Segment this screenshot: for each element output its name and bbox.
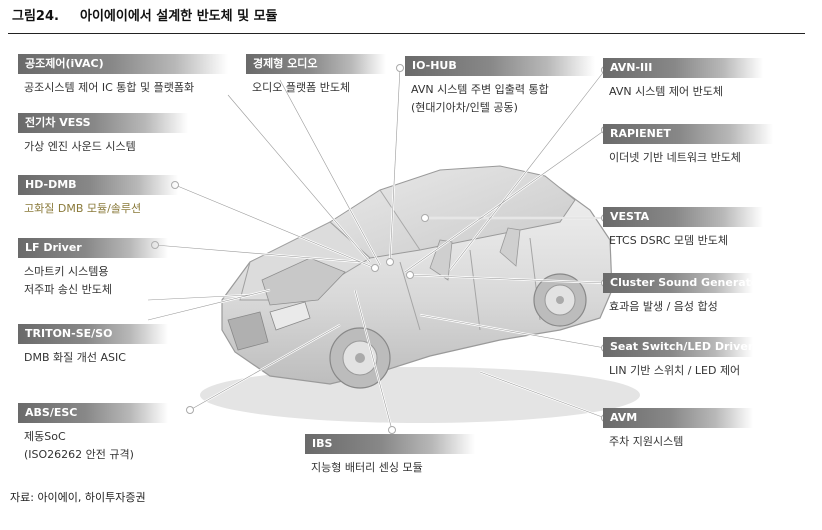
figure-number: 그림24. <box>12 9 59 24</box>
anchor-dot <box>371 264 379 272</box>
callout-label: ABS/ESC <box>18 403 168 423</box>
callout-avn3: AVN-III AVN 시스템 제어 반도체 <box>603 58 763 101</box>
engine-bay <box>261 257 346 306</box>
callout-label: Seat Switch/LED Driver <box>603 337 753 357</box>
callout-label: TRITON-SE/SO <box>18 324 168 344</box>
callout-label: LF Driver <box>18 238 168 258</box>
callout-abs: ABS/ESC 제동SoC (ISO26262 안전 규격) <box>18 403 168 464</box>
anchor-dot <box>388 426 396 434</box>
anchor-dot <box>421 214 429 222</box>
callout-label: 공조제어(iVAC) <box>18 54 228 74</box>
callout-label: IBS <box>305 434 475 454</box>
callout-vesta: VESTA ETCS DSRC 모뎀 반도체 <box>603 207 763 250</box>
callout-desc-line: (현대기아차/인텔 공동) <box>411 101 518 114</box>
car-shadow <box>200 367 640 423</box>
callout-desc-line: 스마트키 시스템용 <box>24 265 109 278</box>
callout-desc: 고화질 DMB 모듈/솔루션 <box>24 202 142 215</box>
callout-desc: LIN 기반 스위치 / LED 제어 <box>609 364 741 377</box>
callout-seat: Seat Switch/LED Driver LIN 기반 스위치 / LED … <box>603 337 753 380</box>
source-note: 자료: 아이에이, 하이투자증권 <box>10 491 146 504</box>
anchor-dot <box>386 258 394 266</box>
figure-title: 아이에이에서 설계한 반도체 및 모듈 <box>80 9 278 24</box>
callout-rapienet: RAPIENET 이더넷 기반 네트워크 반도체 <box>603 124 773 167</box>
callout-label: VESTA <box>603 207 763 227</box>
callout-label: IO-HUB <box>405 56 595 76</box>
callout-label: RAPIENET <box>603 124 773 144</box>
callout-audio: 경제형 오디오 오디오 플랫폼 반도체 <box>246 54 386 97</box>
car-grille <box>227 311 269 351</box>
callout-desc-line: 저주파 송신 반도체 <box>24 283 112 296</box>
callout-desc-line: AVN 시스템 주변 입출력 통합 <box>411 83 549 96</box>
callout-ibs: IBS 지능형 배터리 센싱 모듈 <box>305 434 475 477</box>
callout-desc-line: 제동SoC <box>24 430 66 443</box>
anchor-dot <box>406 271 414 279</box>
callout-lfdriver: LF Driver 스마트키 시스템용 저주파 송신 반도체 <box>18 238 168 299</box>
anchor-dot <box>396 64 404 72</box>
callout-desc: AVN 시스템 제어 반도체 <box>609 85 724 98</box>
callout-csg: Cluster Sound Generator 효과음 발생 / 음성 합성 <box>603 273 764 316</box>
callout-avm: AVM 주차 지원시스템 <box>603 408 753 451</box>
callout-desc: 공조시스템 제어 IC 통합 및 플랫폼화 <box>24 81 195 94</box>
callout-desc: 가상 엔진 사운드 시스템 <box>24 140 136 153</box>
callout-label: AVN-III <box>603 58 763 78</box>
callout-label: AVM <box>603 408 753 428</box>
callout-desc: 주차 지원시스템 <box>609 435 684 448</box>
callout-desc: 오디오 플랫폼 반도체 <box>252 81 351 94</box>
front-wheel <box>329 327 391 389</box>
anchor-dot <box>186 406 194 414</box>
callout-triton: TRITON-SE/SO DMB 화질 개선 ASIC <box>18 324 168 367</box>
rear-wheel <box>533 273 587 327</box>
callout-desc: 효과음 발생 / 음성 합성 <box>609 300 718 313</box>
callout-desc: ETCS DSRC 모뎀 반도체 <box>609 234 729 247</box>
callout-desc: 스마트키 시스템용 저주파 송신 반도체 <box>18 263 168 299</box>
figure-title-bar: 그림24. 아이에이에서 설계한 반도체 및 모듈 <box>8 0 805 34</box>
callout-hddmb: HD-DMB 고화질 DMB 모듈/솔루션 <box>18 175 178 218</box>
callout-label: 전기차 VESS <box>18 113 188 133</box>
callout-desc: AVN 시스템 주변 입출력 통합 (현대기아차/인텔 공동) <box>405 81 595 117</box>
callout-desc: DMB 화질 개선 ASIC <box>24 351 126 364</box>
callout-iohub: IO-HUB AVN 시스템 주변 입출력 통합 (현대기아차/인텔 공동) <box>405 56 595 117</box>
callout-vess: 전기차 VESS 가상 엔진 사운드 시스템 <box>18 113 188 156</box>
callout-desc: 지능형 배터리 센싱 모듈 <box>311 461 423 474</box>
callout-desc: 제동SoC (ISO26262 안전 규격) <box>18 428 168 464</box>
callout-label: 경제형 오디오 <box>246 54 386 74</box>
callout-label: HD-DMB <box>18 175 178 195</box>
car-headlight <box>269 301 311 331</box>
leader-lines-outline <box>147 67 606 431</box>
callout-label: Cluster Sound Generator <box>603 273 764 293</box>
callout-desc: 이더넷 기반 네트워크 반도체 <box>609 151 741 164</box>
callout-desc-line: (ISO26262 안전 규격) <box>24 448 134 461</box>
callout-ivac: 공조제어(iVAC) 공조시스템 제어 IC 통합 및 플랫폼화 <box>18 54 228 97</box>
